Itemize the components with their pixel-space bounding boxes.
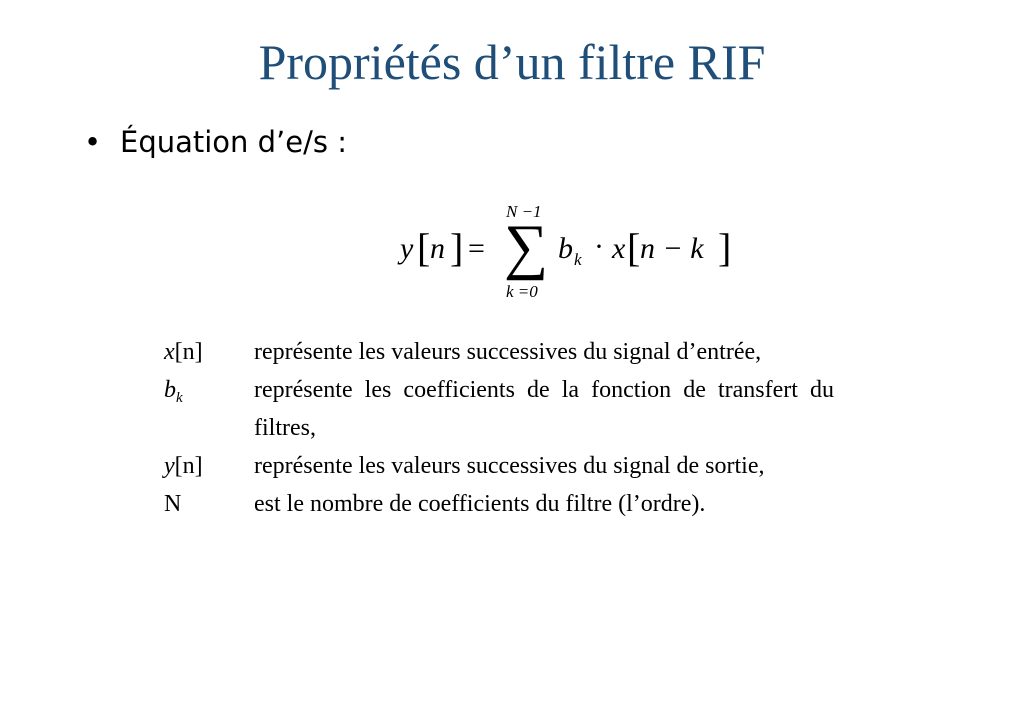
definition-row: x[n] représente les valeurs successives … — [164, 333, 834, 371]
eq-rbracket-2: ] — [718, 225, 732, 270]
definition-row: bk représente les coefficients de la fon… — [164, 371, 834, 447]
eq-n: n — [430, 232, 445, 265]
definition-row: N est le nombre de coefficients du filtr… — [164, 485, 834, 523]
eq-lbracket-1: [ — [417, 225, 431, 270]
definitions-list: x[n] représente les valeurs successives … — [164, 333, 834, 523]
eq-sigma: ∑ — [504, 213, 549, 281]
definition-text: est le nombre de coefficients du filtre … — [254, 491, 706, 517]
definition-text: représente les valeurs successives du si… — [254, 453, 765, 479]
slide-title: Propriétés d’un filtre RIF — [258, 34, 766, 90]
eq-b: b — [558, 232, 573, 265]
eq-lbracket-2: [ — [627, 225, 641, 270]
eq-b-subscript: k — [574, 250, 582, 269]
definition-symbol: x[n] — [164, 339, 203, 365]
eq-y: y — [400, 232, 414, 265]
eq-inner: n − k — [640, 232, 704, 265]
eq-equals: = — [468, 232, 485, 265]
eq-lower-limit: k =0 — [506, 282, 538, 301]
definition-text: représente les valeurs successives du si… — [254, 339, 762, 365]
eq-dot: · — [594, 230, 604, 263]
definition-text: représente les coefficients de la foncti… — [254, 377, 834, 441]
eq-upper-limit: N −1 — [506, 202, 542, 221]
definition-symbol: bk — [164, 377, 183, 406]
definition-symbol: N — [164, 491, 182, 517]
eq-x: x — [612, 232, 626, 265]
io-equation: y [ n ] = N −1 ∑ k =0 b k · x [ n − k ] — [400, 200, 740, 310]
definition-symbol: y[n] — [164, 453, 203, 479]
bullet-text: Équation d’e/s : — [120, 125, 347, 159]
definition-row: y[n] représente les valeurs successives … — [164, 447, 834, 485]
bullet-marker: • — [84, 125, 102, 159]
eq-rbracket-1: ] — [450, 225, 464, 270]
bullet-item: • Équation d’e/s : — [84, 122, 347, 162]
